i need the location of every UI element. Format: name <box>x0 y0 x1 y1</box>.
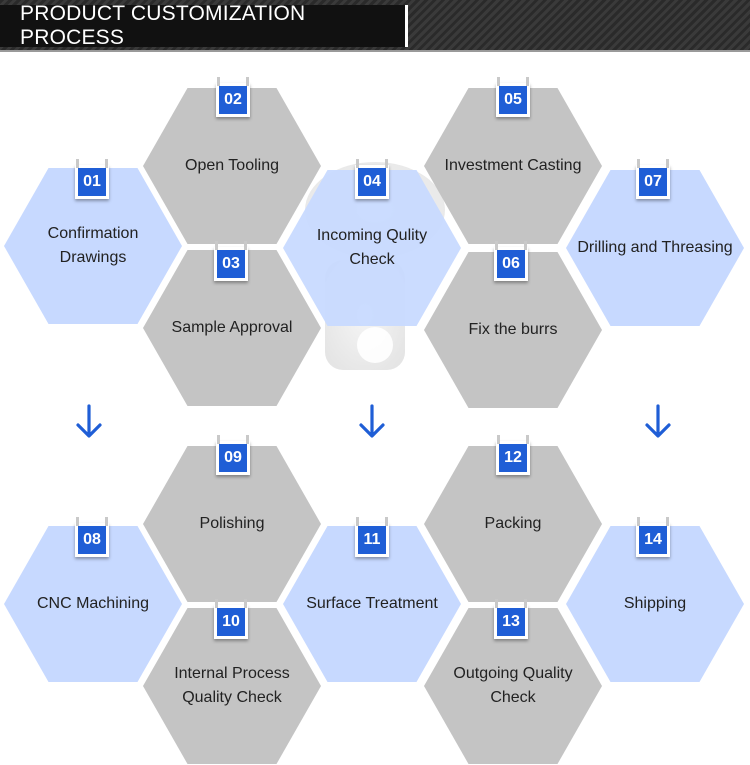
step-badge-06: 06 <box>494 241 528 281</box>
step-badge-08: 08 <box>75 517 109 557</box>
step-label-06: Fix the burrs <box>468 321 558 338</box>
step-label-07: Drilling and Threasing <box>577 239 733 256</box>
step-badge-12: 12 <box>496 435 530 475</box>
step-badge-05: 05 <box>496 77 530 117</box>
step-badge-04: 04 <box>355 159 389 199</box>
step-badge-01: 01 <box>75 159 109 199</box>
step-badge-02: 02 <box>216 77 250 117</box>
step-label-01: Confirmation Drawings <box>47 225 139 266</box>
step-label-12: Packing <box>484 515 542 532</box>
step-badge-10: 10 <box>214 599 248 639</box>
step-label-03: Sample Approval <box>171 319 293 336</box>
step-number-07: 07 <box>644 173 662 190</box>
step-number-10: 10 <box>222 613 240 630</box>
step-number-06: 06 <box>502 255 520 272</box>
step-number-13: 13 <box>502 613 520 630</box>
step-badge-07: 07 <box>636 159 670 199</box>
down-arrow-icon <box>76 404 102 438</box>
step-label-10: Internal Process Quality Check <box>174 665 290 706</box>
step-badge-03: 03 <box>214 241 248 281</box>
page-title: PRODUCT CUSTOMIZATION PROCESS <box>20 2 306 49</box>
step-number-09: 09 <box>224 449 242 466</box>
step-number-12: 12 <box>504 449 522 466</box>
step-badge-14: 14 <box>636 517 670 557</box>
header-divider <box>0 50 750 52</box>
step-label-14: Shipping <box>623 595 687 612</box>
step-label-04: Incoming Qulity Check <box>316 227 428 268</box>
step-label-13: Outgoing Quality Check <box>453 665 573 706</box>
step-number-14: 14 <box>644 531 662 548</box>
step-label-11: Surface Treatment <box>306 595 438 612</box>
step-label-08: CNC Machining <box>36 595 150 612</box>
step-number-08: 08 <box>83 531 101 548</box>
step-number-11: 11 <box>363 531 381 548</box>
step-label-05: Investment Casting <box>444 157 582 174</box>
step-label-02: Open Tooling <box>185 157 279 174</box>
step-badge-13: 13 <box>494 599 528 639</box>
step-number-01: 01 <box>83 173 101 190</box>
step-badge-11: 11 <box>355 517 389 557</box>
header-bar: PRODUCT CUSTOMIZATION PROCESS <box>0 0 750 50</box>
header-title-box: PRODUCT CUSTOMIZATION PROCESS <box>0 2 408 49</box>
step-label-09: Polishing <box>199 515 265 532</box>
step-number-03: 03 <box>222 255 240 272</box>
step-number-05: 05 <box>504 91 522 108</box>
step-badge-09: 09 <box>216 435 250 475</box>
step-number-02: 02 <box>224 91 242 108</box>
step-number-04: 04 <box>363 173 381 190</box>
down-arrow-icon <box>359 404 385 438</box>
down-arrow-icon <box>645 404 671 438</box>
